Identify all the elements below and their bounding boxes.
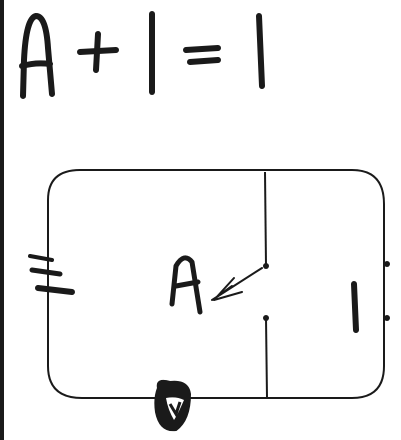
equation-equals-top [183, 45, 221, 53]
bottom-component [154, 379, 192, 432]
battery-plate-3 [35, 285, 75, 295]
left-edge-bar [0, 0, 4, 440]
switch-branch [264, 171, 268, 399]
battery-symbol [28, 254, 75, 295]
equation-bar-two [256, 13, 265, 89]
bottom-component-tick [168, 401, 182, 418]
right-terminal-top [384, 261, 390, 267]
switch-contact-bottom [263, 315, 269, 321]
switch-lower-wire [265, 317, 268, 399]
equation-equals-bottom [187, 57, 221, 65]
pointer-arrow-head-2 [213, 291, 243, 301]
pointer-arrow [211, 267, 263, 301]
pointer-arrow-head-3 [217, 285, 233, 297]
switch-contact-top [263, 263, 269, 269]
right-terminal-bottom [384, 315, 390, 321]
battery-plate-1 [28, 254, 54, 262]
center-letter-a [169, 255, 203, 315]
right-component-bar [351, 281, 359, 333]
equation-plus-vertical [93, 31, 101, 73]
circuit-loop-wire [47, 169, 385, 399]
switch-upper-wire [264, 171, 267, 267]
equation-letter-a-bar [19, 60, 53, 69]
equation-letter-a [20, 13, 55, 99]
battery-plate-2 [29, 267, 63, 277]
equation-handwritten [19, 11, 265, 99]
